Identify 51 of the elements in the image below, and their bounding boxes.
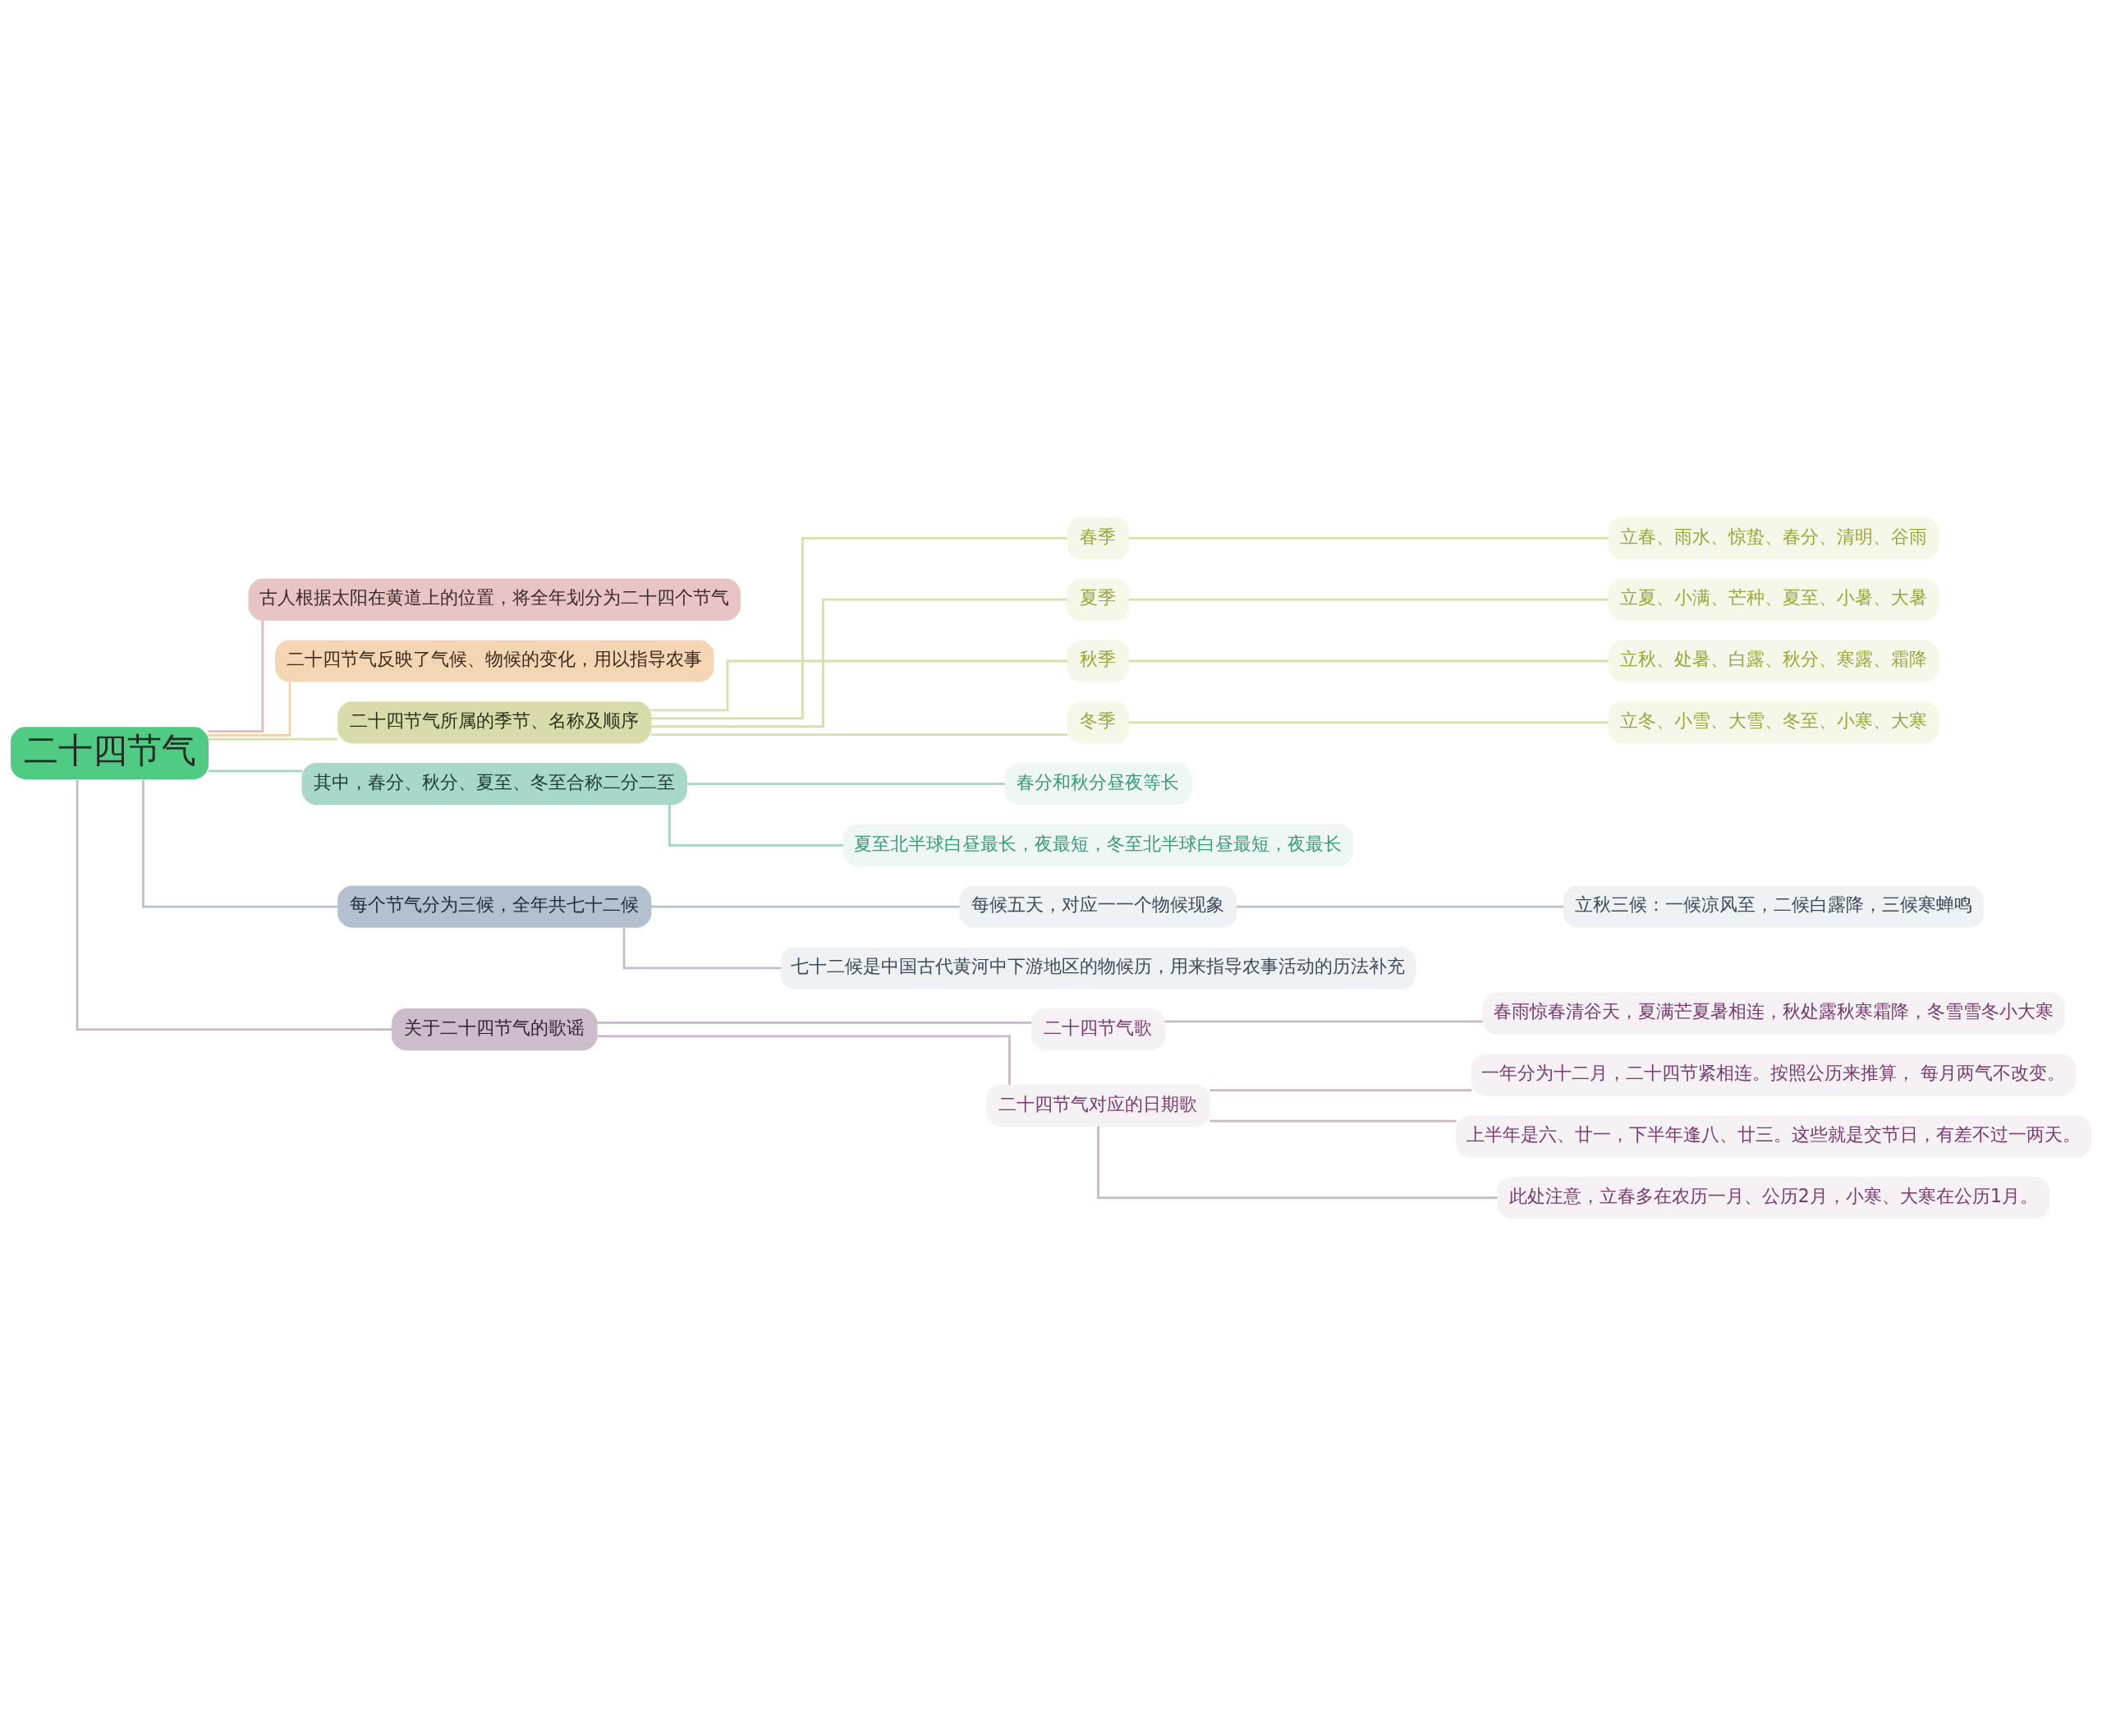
connector xyxy=(1128,598,1609,601)
node-box: 立秋三候：一候凉风至，二候白露降，三候寒蝉鸣 xyxy=(1563,885,1985,928)
connector xyxy=(208,620,264,733)
node-box: 二十四节气所属的季节、名称及顺序 xyxy=(337,701,652,744)
connector xyxy=(1164,1020,1483,1023)
node-box: 立秋、处暑、白露、秋分、寒露、霜降 xyxy=(1608,640,1939,682)
node-box: 二十四节气反映了气候、物候的变化，用以指导农事 xyxy=(275,640,714,682)
connector xyxy=(650,659,1067,712)
connector xyxy=(208,737,338,741)
connector xyxy=(650,598,1067,728)
connector xyxy=(1128,721,1609,724)
node-box: 关于二十四节气的歌谣 xyxy=(391,1008,598,1051)
node-box: 此处注意，立春多在农历一月、公历2月，小寒、大寒在公历1月。 xyxy=(1497,1176,2050,1219)
node-box: 上半年是六、廿一，下半年逢八、廿三。这些就是交节日，有差不过一两天。 xyxy=(1455,1115,2091,1158)
node-box: 冬季 xyxy=(1067,701,1130,744)
node-box: 立冬、小雪、大雪、冬至、小寒、大寒 xyxy=(1608,701,1939,744)
connector xyxy=(208,682,291,737)
connector xyxy=(1209,1089,1472,1092)
connector xyxy=(596,1035,1011,1086)
connector xyxy=(1128,537,1609,540)
connector xyxy=(1236,905,1564,908)
node-box: 每候五天，对应一一个物候现象 xyxy=(959,885,1237,928)
node-box: 春雨惊春清谷天，夏满芒夏暑相连，秋处露秋寒霜降，冬雪雪冬小大寒 xyxy=(1482,992,2065,1035)
node-box: 二十四节气歌 xyxy=(1030,1008,1166,1051)
node-box: 夏至北半球白昼最长，夜最短，冬至北半球白昼最短，夜最长 xyxy=(842,824,1354,866)
node-box: 夏季 xyxy=(1067,578,1130,621)
connector xyxy=(622,927,782,970)
connector xyxy=(596,1021,1032,1024)
connector xyxy=(76,778,392,1031)
connector xyxy=(686,783,1005,785)
node-box: 春季 xyxy=(1067,517,1130,560)
node-box: 二十四节气对应的日期歌 xyxy=(986,1084,1210,1127)
node-box: 七十二候是中国古代黄河中下游地区的物候历，用来指导农事活动的历法补充 xyxy=(780,947,1416,990)
connector xyxy=(1128,659,1609,663)
connector xyxy=(1097,1126,1498,1199)
node-box: 秋季 xyxy=(1067,640,1130,682)
connector xyxy=(668,804,844,847)
connector xyxy=(1209,1119,1457,1123)
node-box: 二十四节气 xyxy=(11,727,209,779)
connector xyxy=(142,778,338,908)
connector xyxy=(208,769,303,773)
connector xyxy=(651,905,960,908)
connector xyxy=(651,733,1067,737)
node-box: 春分和秋分昼夜等长 xyxy=(1004,762,1192,806)
connector xyxy=(651,537,1067,720)
node-box: 其中，春分、秋分、夏至、冬至合称二分二至 xyxy=(301,762,687,806)
node-box: 古人根据太阳在黄道上的位置，将全年划分为二十四个节气 xyxy=(248,578,741,621)
node-box: 每个节气分为三候，全年共七十二候 xyxy=(337,885,652,928)
node-box: 立春、雨水、惊蛰、春分、清明、谷雨 xyxy=(1608,517,1939,560)
node-box: 一年分为十二月，二十四节紧相连。按照公历来推算， 每月两气不改变。 xyxy=(1471,1054,2077,1096)
node-box: 立夏、小满、芒种、夏至、小暑、大暑 xyxy=(1608,578,1939,621)
